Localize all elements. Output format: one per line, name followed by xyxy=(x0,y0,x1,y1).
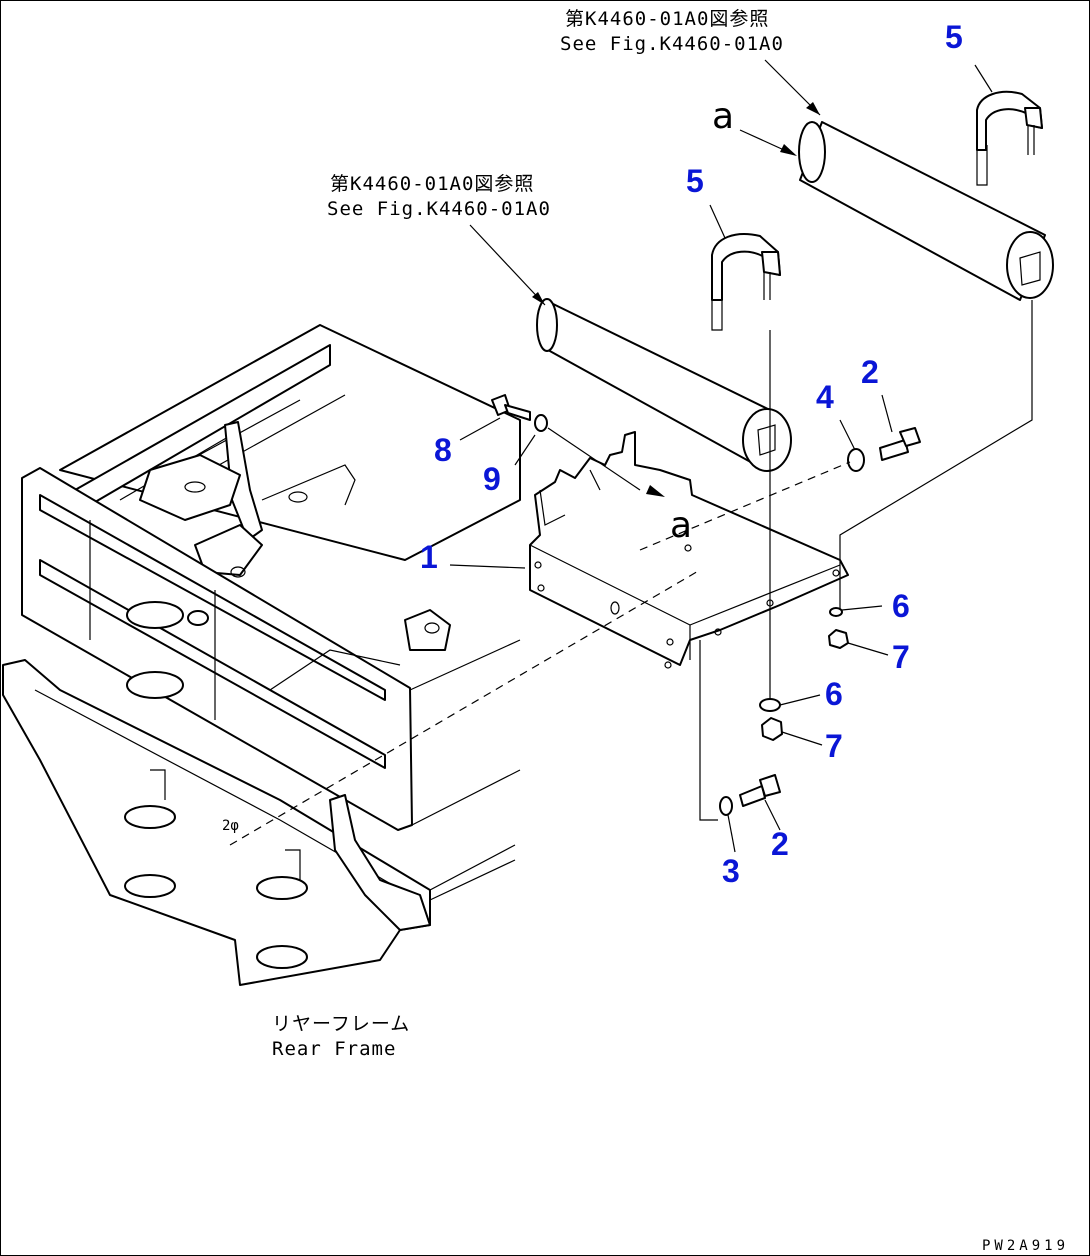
washer-6-upper xyxy=(829,607,843,617)
callout-8: 8 xyxy=(434,432,452,468)
bolt-8 xyxy=(491,394,531,421)
connection-letter-bracket: a xyxy=(670,505,692,546)
clamp-top-right xyxy=(976,90,1043,186)
clamp-middle xyxy=(711,233,781,331)
pipe-middle xyxy=(536,298,792,472)
reference-middle-jp: 第K4460-01A0図参照 xyxy=(330,173,534,195)
washer-3 xyxy=(719,796,733,816)
callout-5-top: 5 xyxy=(945,19,963,55)
pipe-top-right xyxy=(798,121,1054,301)
washer-6-lower xyxy=(759,698,781,712)
washer-9 xyxy=(534,414,548,432)
reference-top-right-jp: 第K4460-01A0図参照 xyxy=(565,8,769,30)
reference-middle-en: See Fig.K4460-01A0 xyxy=(327,198,551,220)
connection-letter-top: a xyxy=(712,96,734,137)
svg-text:2φ: 2φ xyxy=(222,818,239,834)
callout-4: 4 xyxy=(816,379,834,415)
frame-label-jp: リヤーフレーム xyxy=(272,1013,410,1035)
callout-2-upper: 2 xyxy=(861,354,879,390)
bolt-2-lower xyxy=(739,774,781,807)
callout-2-lower: 2 xyxy=(771,826,789,862)
callout-5-middle: 5 xyxy=(686,163,704,199)
nut-7-upper xyxy=(828,629,849,649)
callout-6-lower: 6 xyxy=(825,676,843,712)
callout-7-upper: 7 xyxy=(892,639,910,675)
frame-label-en: Rear Frame xyxy=(272,1038,396,1060)
callout-3: 3 xyxy=(722,853,740,889)
bracket-part-1 xyxy=(529,431,849,669)
reference-top-right-en: See Fig.K4460-01A0 xyxy=(560,33,784,55)
assembly-lines xyxy=(229,59,1033,853)
callout-7-lower: 7 xyxy=(825,728,843,764)
callout-6-upper: 6 xyxy=(892,588,910,624)
drawing-code: PW2A919 xyxy=(982,1238,1069,1254)
callout-9: 9 xyxy=(483,461,501,497)
washer-4 xyxy=(847,448,865,472)
bolt-2-upper xyxy=(879,427,921,461)
callout-1: 1 xyxy=(420,539,438,575)
nut-7-lower xyxy=(761,717,783,741)
rear-frame-drawing: 2φ xyxy=(2,324,521,986)
